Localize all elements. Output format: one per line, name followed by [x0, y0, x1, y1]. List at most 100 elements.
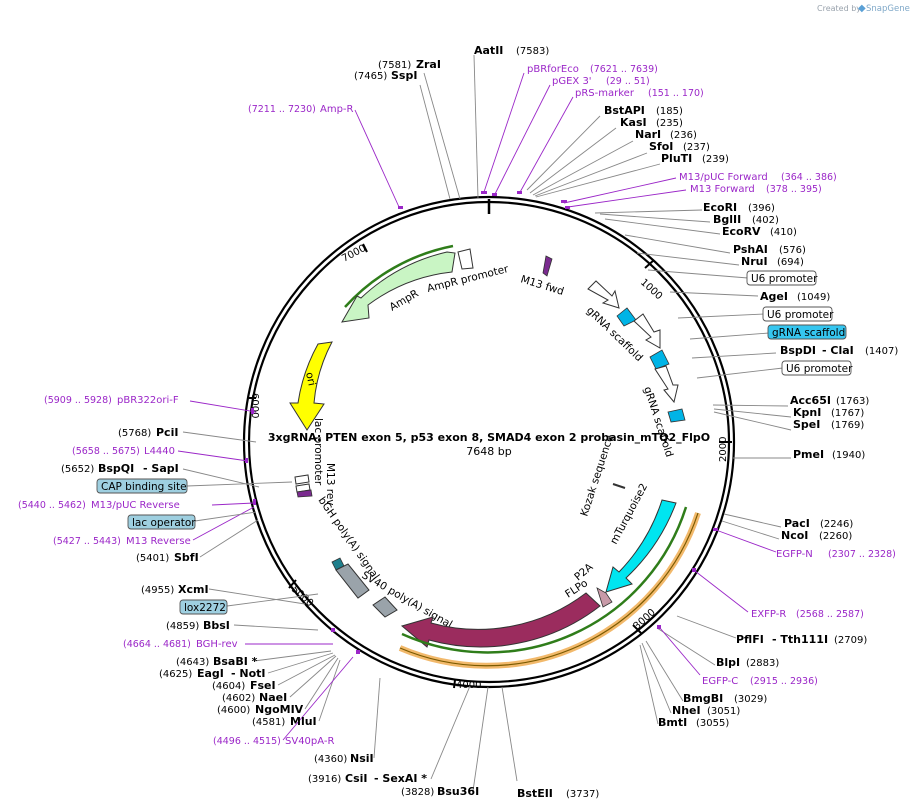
- grna-scaffold-2-arrow[interactable]: [649, 349, 670, 370]
- enzyme-bsabi[interactable]: (4643)BsaBI *: [176, 655, 258, 668]
- ori-feature-arrow[interactable]: [289, 341, 333, 431]
- enzyme-bmgbi[interactable]: BmgBI(3029): [683, 692, 767, 705]
- svg-text:(1940): (1940): [832, 450, 865, 461]
- primer-l4440[interactable]: (5658 .. 5675)L4440: [72, 446, 175, 457]
- enzyme-pmei[interactable]: PmeI(1940): [793, 448, 865, 461]
- bgh-polya-feature[interactable]: [335, 563, 370, 599]
- enzyme-sspi[interactable]: (7465)SspI: [354, 69, 417, 82]
- enzyme-pflfi[interactable]: PflFI- Tth111I(2709): [736, 633, 867, 646]
- primer-m13-reverse[interactable]: (5427 .. 5443)M13 Reverse: [53, 536, 191, 547]
- u6-promoter-1-arrow[interactable]: [587, 280, 620, 309]
- enzyme-kasi[interactable]: KasI(235): [620, 116, 683, 129]
- enzyme-nhei[interactable]: NheI(3051): [672, 704, 740, 717]
- primer-m13-forward[interactable]: M13 Forward(378 .. 395): [690, 184, 822, 195]
- enzyme-fsei[interactable]: (4604)FseI: [212, 679, 276, 692]
- enzyme-bbsi[interactable]: (4859)BbsI: [166, 619, 230, 632]
- svg-text:pBRforEco: pBRforEco: [527, 64, 579, 75]
- m13-rev-feature[interactable]: [296, 489, 313, 498]
- primer-exfp-r[interactable]: EXFP-R(2568 .. 2587): [751, 609, 864, 620]
- svg-text:(2246): (2246): [820, 519, 853, 530]
- u6-promoter-3-arrow[interactable]: [654, 365, 679, 404]
- enzyme-csii[interactable]: (3916)CsiI- SexAI *: [308, 772, 427, 785]
- svg-text:EGFP-C: EGFP-C: [702, 676, 738, 687]
- u6-promoter-3-box[interactable]: U6 promoter: [781, 360, 853, 376]
- enzyme-aatii[interactable]: AatII(7583): [474, 44, 549, 57]
- svg-text:EagI: EagI: [197, 667, 224, 680]
- primer-pbrforeco[interactable]: pBRforEco(7621 .. 7639): [527, 64, 658, 75]
- cap-binding-site-box[interactable]: CAP binding site: [96, 478, 188, 494]
- enzyme-eagi[interactable]: (4625)EagI- NotI: [159, 667, 266, 680]
- primer-pbr322ori-f[interactable]: (5909 .. 5928)pBR322ori-F: [44, 395, 179, 406]
- enzyme-blpi[interactable]: BlpI(2883): [716, 656, 779, 669]
- enzyme-zrai[interactable]: (7581)ZraI: [378, 58, 441, 71]
- enzyme-xcmi[interactable]: (4955)XcmI: [141, 583, 209, 596]
- svg-text:(4604): (4604): [212, 681, 245, 692]
- enzyme-paci[interactable]: PacI(2246): [784, 517, 853, 530]
- kozak-feature[interactable]: [612, 483, 626, 489]
- enzyme-nari[interactable]: NarI(236): [635, 128, 697, 141]
- svg-text:EXFP-R: EXFP-R: [751, 609, 786, 620]
- primer-labels: pBRforEco(7621 .. 7639) pGEX 3'(29 .. 51…: [18, 64, 896, 747]
- u6-promoter-2-arrow[interactable]: [633, 313, 661, 349]
- flpo-feature-arrow[interactable]: [400, 592, 601, 648]
- primer-pgex3[interactable]: pGEX 3'(29 .. 51): [552, 76, 650, 87]
- m13-fwd-feature[interactable]: [542, 255, 553, 277]
- enzyme-ncoi[interactable]: NcoI(2260): [781, 529, 852, 542]
- svg-text:(235): (235): [656, 118, 683, 129]
- enzyme-labels: AatII(7583) (7581)ZraI (7465)SspI BstAPI…: [61, 44, 898, 800]
- svg-text:4000: 4000: [456, 680, 481, 691]
- lox2272-box[interactable]: lox2272: [179, 599, 228, 615]
- enzyme-bsteii[interactable]: BstEII(3737): [517, 787, 599, 800]
- enzyme-mlui[interactable]: (4581)MluI: [252, 715, 317, 728]
- sv40-polya-feature[interactable]: [372, 596, 398, 618]
- enzyme-naei[interactable]: (4602)NaeI: [222, 691, 287, 704]
- svg-text:AatII: AatII: [474, 44, 503, 57]
- grna-scaffold-box[interactable]: gRNA scaffold: [767, 324, 847, 340]
- u6-promoter-2-box[interactable]: U6 promoter: [762, 306, 834, 322]
- lac-promoter-arrow[interactable]: [294, 474, 310, 485]
- ampr-feature-arrow[interactable]: [341, 251, 456, 323]
- enzyme-bspqi[interactable]: (5652)BspQI- SapI: [61, 462, 179, 475]
- svg-text:BGH-rev: BGH-rev: [196, 639, 238, 650]
- enzyme-ngomiv[interactable]: (4600)NgoMIV: [217, 703, 304, 716]
- enzyme-pluti[interactable]: PluTI(239): [661, 152, 729, 165]
- enzyme-bstapi[interactable]: BstAPI(185): [604, 104, 683, 117]
- svg-text:SV40pA-R: SV40pA-R: [285, 736, 334, 747]
- primer-m13puc-forward[interactable]: M13/pUC Forward(364 .. 386): [679, 172, 837, 183]
- enzyme-bspdi[interactable]: BspDI- ClaI(1407): [780, 344, 898, 357]
- primer-bgh-rev[interactable]: (4664 .. 4681)BGH-rev: [123, 639, 238, 650]
- primer-sv40pa-r[interactable]: (4496 .. 4515)SV40pA-R: [213, 736, 334, 747]
- enzyme-pshai[interactable]: PshAI(576): [733, 243, 806, 256]
- svg-text:- NotI: - NotI: [231, 667, 266, 680]
- enzyme-sfoi[interactable]: SfoI(237): [649, 140, 710, 153]
- lac-operator-box[interactable]: lac operator: [127, 514, 196, 530]
- boxed-labels: U6 promoter U6 promoter gRNA scaffold U6…: [96, 269, 853, 615]
- enzyme-ecori[interactable]: EcoRI(396): [703, 201, 775, 214]
- enzyme-agei[interactable]: AgeI(1049): [760, 290, 830, 303]
- primer-egfp-n[interactable]: EGFP-N(2307 .. 2328): [776, 549, 896, 560]
- grna-scaffold-1-arrow[interactable]: [616, 307, 637, 327]
- u6-promoter-1-box[interactable]: U6 promoter: [746, 270, 818, 286]
- enzyme-pcii[interactable]: (5768)PciI: [118, 426, 178, 439]
- enzyme-kpni[interactable]: KpnI(1767): [793, 406, 864, 419]
- svg-text:(239): (239): [702, 154, 729, 165]
- grna-scaffold-3-arrow[interactable]: [667, 408, 686, 423]
- enzyme-sbfi[interactable]: (5401)SbfI: [136, 551, 199, 564]
- mturquoise2-feature-arrow[interactable]: [605, 499, 677, 593]
- lac-promoter-label: lac promoter: [312, 418, 324, 486]
- enzyme-bglii[interactable]: BglII(402): [713, 213, 779, 226]
- p2a-feature[interactable]: [596, 587, 613, 608]
- enzyme-bsu36i[interactable]: (3828)Bsu36I: [401, 785, 479, 798]
- svg-text:AgeI: AgeI: [760, 290, 788, 303]
- enzyme-nrui[interactable]: NruI(694): [741, 255, 804, 268]
- enzyme-spei[interactable]: SpeI(1769): [793, 418, 864, 431]
- enzyme-acc65i[interactable]: Acc65I(1763): [790, 394, 869, 407]
- enzyme-bmti[interactable]: BmtI(3055): [658, 716, 729, 729]
- primer-prs-marker[interactable]: pRS-marker(151 .. 170): [575, 88, 704, 99]
- enzyme-ecorv[interactable]: EcoRV(410): [722, 225, 797, 238]
- primer-amp-r[interactable]: (7211 .. 7230)Amp-R: [248, 104, 354, 115]
- primer-m13puc-reverse[interactable]: (5440 .. 5462)M13/pUC Reverse: [18, 500, 180, 511]
- enzyme-nsii[interactable]: (4360)NsiI: [314, 752, 374, 765]
- primer-egfp-c[interactable]: EGFP-C(2915 .. 2936): [702, 676, 818, 687]
- ampr-promoter-arrow[interactable]: [457, 248, 474, 270]
